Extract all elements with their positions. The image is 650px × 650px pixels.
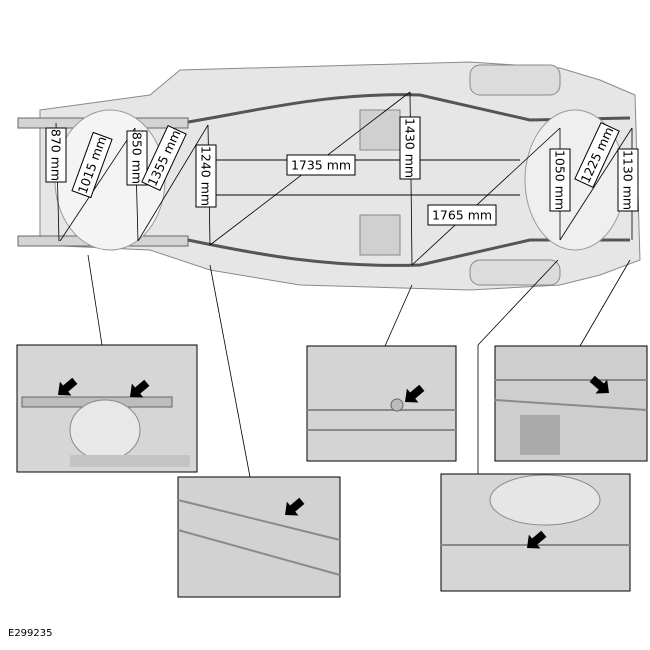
svg-text:850 mm: 850 mm [130,132,145,184]
svg-text:1240 mm: 1240 mm [199,146,214,206]
svg-text:1430 mm: 1430 mm [403,118,418,178]
detail-inset-middle-floor [306,345,457,462]
dimension-label-1050: 1050 mm [549,148,571,212]
dimension-label-850: 850 mm [126,130,148,186]
detail-inset-rear-floor [440,473,631,592]
svg-text:870 mm: 870 mm [49,129,64,181]
dimension-label-1735: 1735 mm [286,154,356,176]
figure-reference-id: E299235 [8,628,53,639]
svg-text:1130 mm: 1130 mm [621,150,636,210]
vehicle-underbody [17,61,641,291]
detail-inset-front-rails [16,344,198,473]
svg-text:1735 mm: 1735 mm [291,158,351,173]
dimension-label-1130: 1130 mm [617,148,639,212]
detail-inset-rear-corner [494,345,648,462]
detail-inset-front-floor [177,476,341,598]
dimension-label-1240: 1240 mm [195,144,217,208]
dimension-label-1430: 1430 mm [399,116,421,180]
svg-text:1765 mm: 1765 mm [432,208,492,223]
dimension-label-1765: 1765 mm [427,204,497,226]
svg-text:1050 mm: 1050 mm [553,150,568,210]
dimension-label-870: 870 mm [45,127,67,183]
